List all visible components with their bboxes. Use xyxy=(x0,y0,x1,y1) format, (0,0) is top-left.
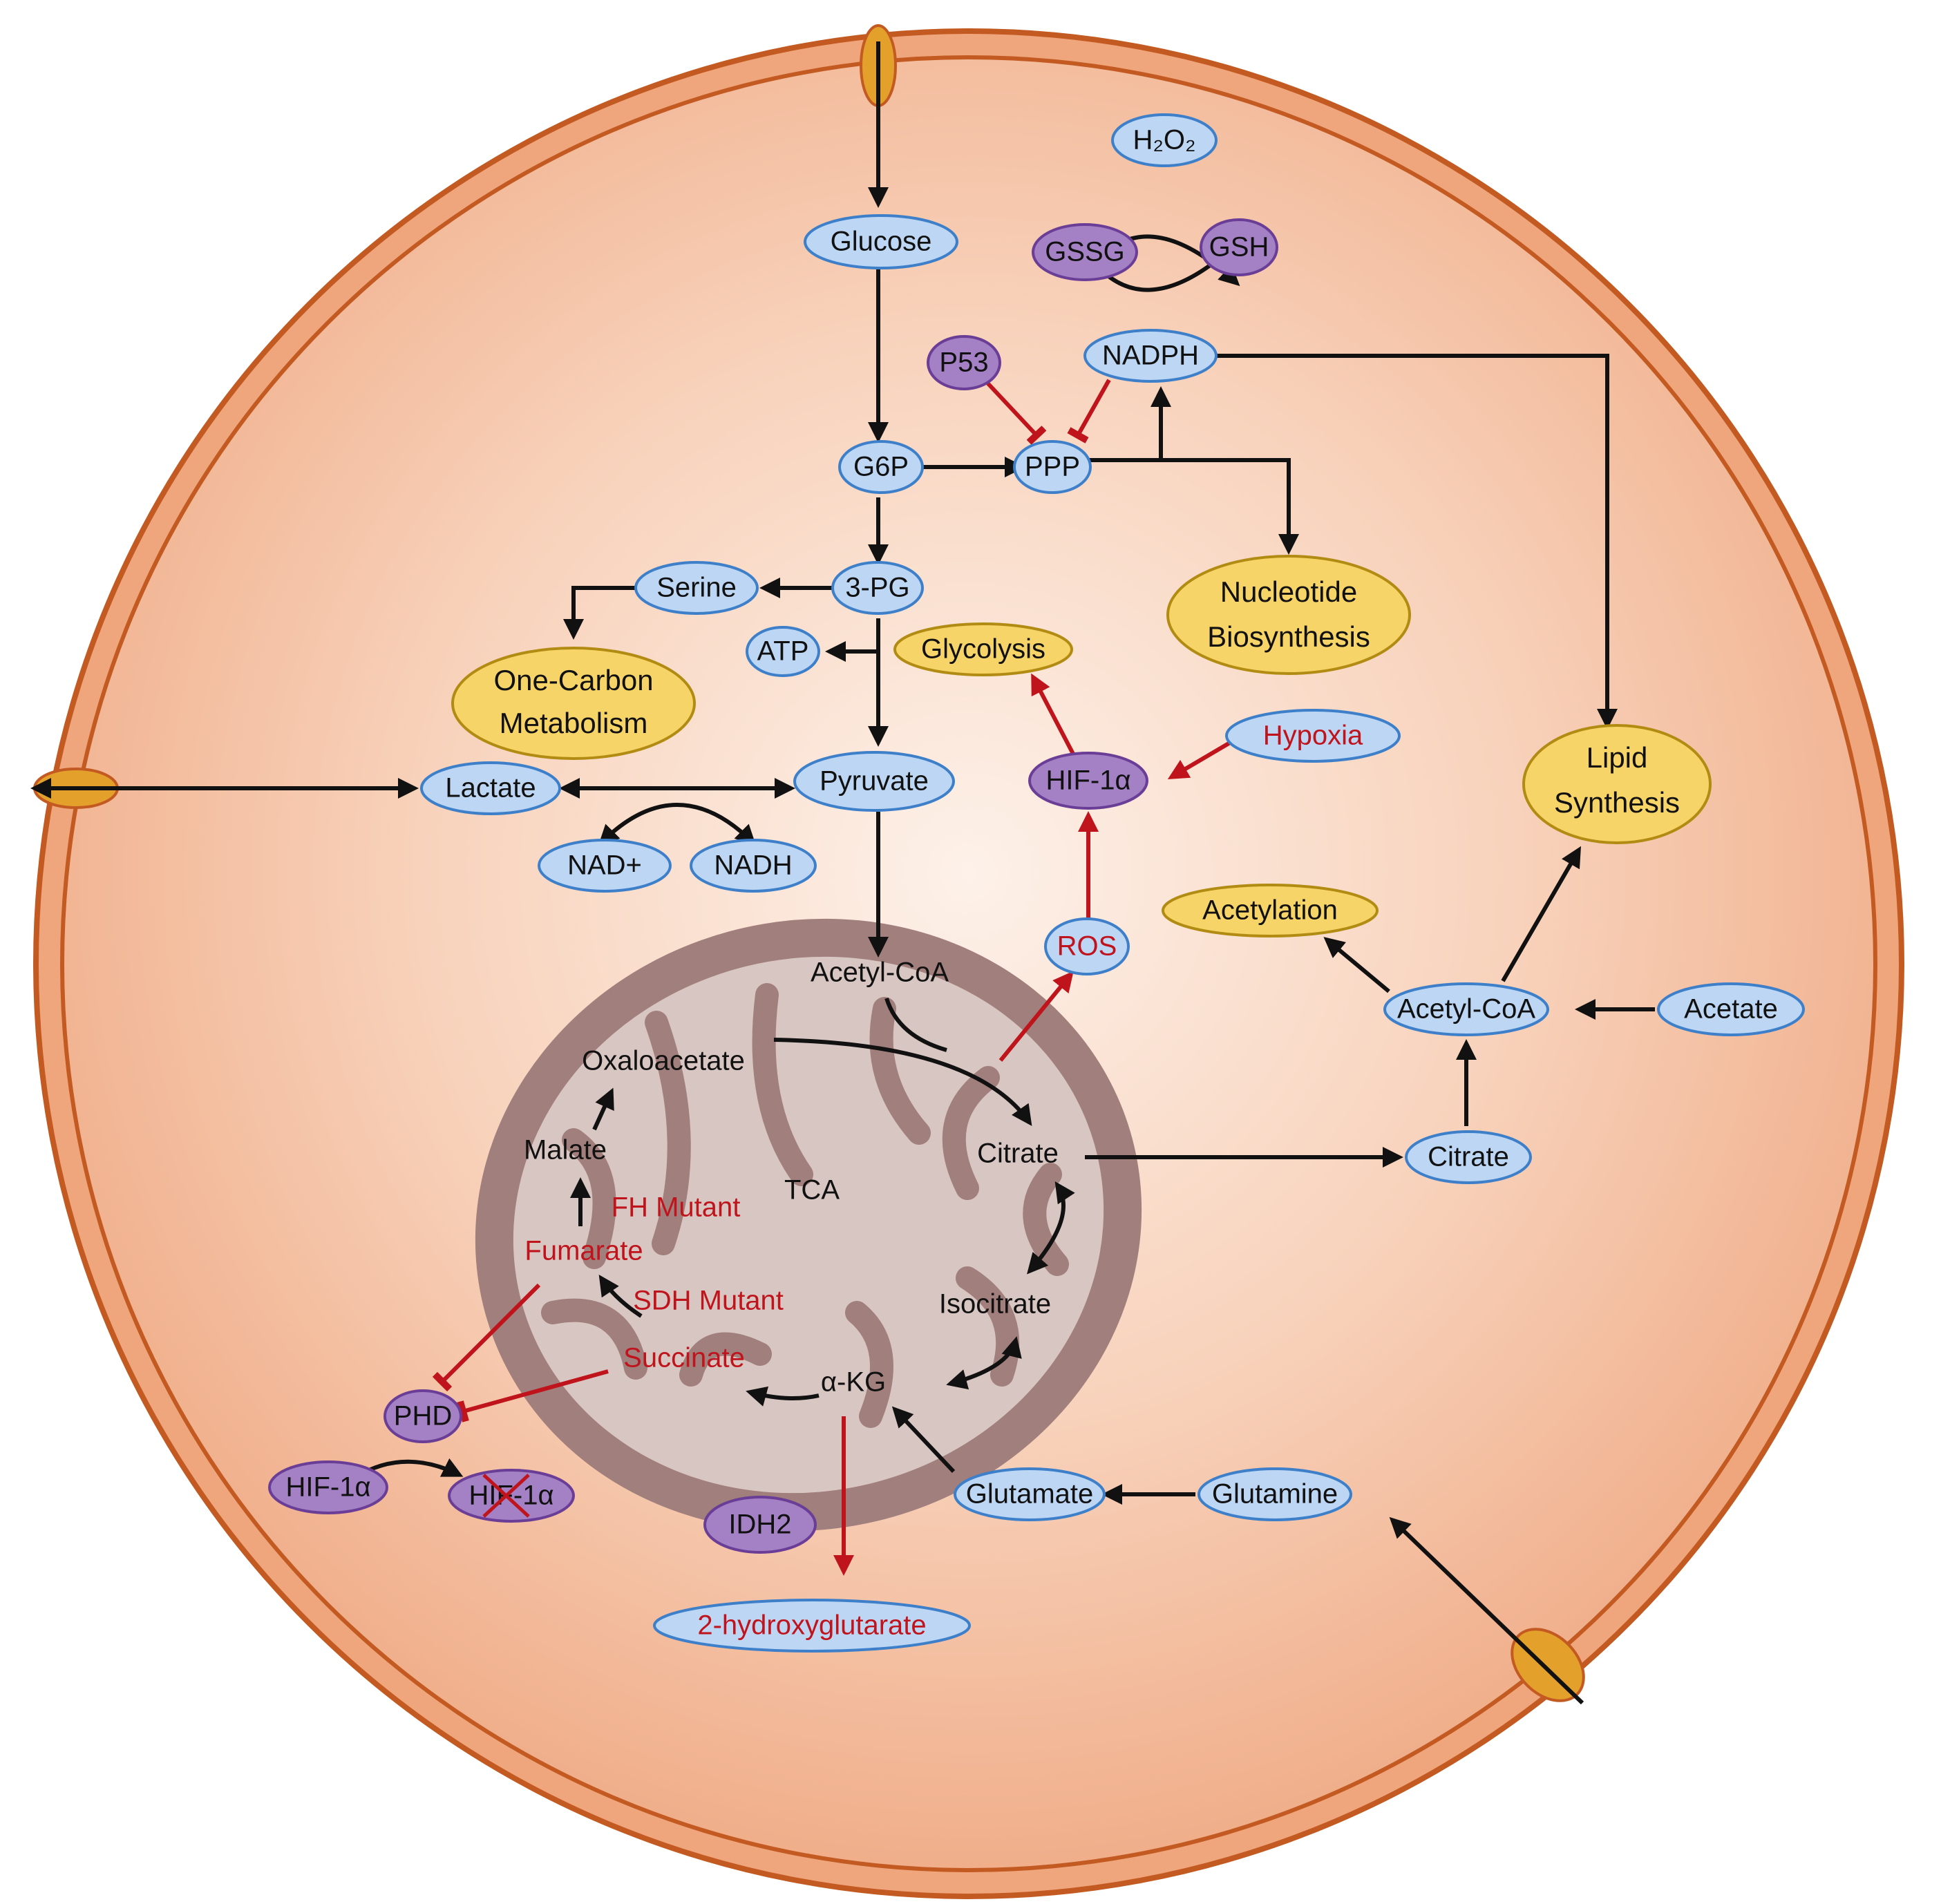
node-ppp[interactable]: PPP xyxy=(1013,440,1092,494)
nodes: H₂O₂ Glucose GSSG GSH P53 NADPH G6P PPP … xyxy=(268,113,1805,1653)
svg-text:HIF-1α: HIF-1α xyxy=(1045,765,1130,796)
node-gssg[interactable]: GSSG xyxy=(1032,223,1138,281)
node-hypoxia[interactable]: Hypoxia xyxy=(1225,709,1401,763)
svg-text:Synthesis: Synthesis xyxy=(1554,786,1680,819)
svg-text:IDH2: IDH2 xyxy=(728,1510,791,1540)
svg-text:Glucose: Glucose xyxy=(831,227,932,257)
node-h2o2[interactable]: H₂O₂ xyxy=(1111,113,1218,167)
label-akg: α-KG xyxy=(821,1367,886,1398)
node-p53[interactable]: P53 xyxy=(927,335,1001,390)
node-glycolysis[interactable]: Glycolysis xyxy=(893,622,1073,676)
svg-text:P53: P53 xyxy=(939,348,988,378)
label-citrate-mito: Citrate xyxy=(977,1139,1059,1169)
channel-bottom-right xyxy=(1511,1628,1585,1702)
svg-text:Citrate: Citrate xyxy=(1428,1142,1509,1172)
svg-text:Glutamate: Glutamate xyxy=(966,1479,1094,1510)
node-ros[interactable]: ROS xyxy=(1044,917,1130,975)
svg-text:HIF-1α: HIF-1α xyxy=(468,1481,553,1511)
svg-text:ROS: ROS xyxy=(1057,931,1117,962)
label-sdh-mutant: SDH Mutant xyxy=(633,1286,784,1316)
svg-text:Hypoxia: Hypoxia xyxy=(1263,721,1363,751)
node-3pg[interactable]: 3-PG xyxy=(831,561,924,615)
node-nadh[interactable]: NADH xyxy=(690,839,817,893)
svg-text:NADPH: NADPH xyxy=(1102,341,1199,371)
pathway-arrows xyxy=(30,41,1655,1705)
svg-text:Nucleotide: Nucleotide xyxy=(1220,575,1357,608)
svg-text:GSH: GSH xyxy=(1209,232,1269,263)
node-gsh[interactable]: GSH xyxy=(1200,218,1278,276)
regulation-arrows xyxy=(432,378,1231,1576)
node-2-hydroxyglutarate[interactable]: 2-hydroxyglutarate xyxy=(653,1599,971,1653)
label-malate: Malate xyxy=(524,1135,607,1165)
node-pyruvate[interactable]: Pyruvate xyxy=(793,751,955,812)
svg-text:3-PG: 3-PG xyxy=(845,573,909,603)
svg-text:Serine: Serine xyxy=(656,573,737,603)
svg-text:ATP: ATP xyxy=(757,636,809,667)
svg-text:HIF-1α: HIF-1α xyxy=(285,1472,370,1503)
label-fumarate: Fumarate xyxy=(524,1236,643,1266)
node-acetate[interactable]: Acetate xyxy=(1657,982,1805,1036)
svg-text:Pyruvate: Pyruvate xyxy=(820,766,929,797)
svg-text:Biosynthesis: Biosynthesis xyxy=(1207,620,1370,653)
svg-text:NAD+: NAD+ xyxy=(567,850,642,881)
svg-text:Acetate: Acetate xyxy=(1684,994,1778,1025)
node-serine[interactable]: Serine xyxy=(634,561,759,615)
svg-text:Acetylation: Acetylation xyxy=(1202,895,1338,926)
svg-text:PPP: PPP xyxy=(1025,452,1080,482)
svg-text:G6P: G6P xyxy=(853,452,909,482)
svg-text:NADH: NADH xyxy=(714,850,792,881)
svg-text:One-Carbon: One-Carbon xyxy=(493,664,653,696)
node-acetyl-coa-cyto[interactable]: Acetyl-CoA xyxy=(1383,982,1549,1036)
label-acetyl-coa-mito: Acetyl-CoA xyxy=(811,958,949,988)
node-glutamate[interactable]: Glutamate xyxy=(954,1467,1106,1521)
svg-text:2-hydroxyglutarate: 2-hydroxyglutarate xyxy=(697,1610,926,1641)
node-hif1a-left[interactable]: HIF-1α xyxy=(268,1460,388,1514)
label-fh-mutant: FH Mutant xyxy=(612,1192,741,1223)
label-oxaloacetate: Oxaloacetate xyxy=(582,1046,745,1076)
node-hif1a-degraded[interactable]: HIF-1α xyxy=(448,1469,575,1523)
node-citrate-cyto[interactable]: Citrate xyxy=(1405,1130,1532,1184)
svg-text:Acetyl-CoA: Acetyl-CoA xyxy=(1397,994,1535,1025)
svg-text:Lactate: Lactate xyxy=(445,773,536,803)
svg-text:GSSG: GSSG xyxy=(1045,237,1125,267)
node-lactate[interactable]: Lactate xyxy=(420,761,561,815)
node-nadph[interactable]: NADPH xyxy=(1083,329,1218,383)
svg-text:Glutamine: Glutamine xyxy=(1212,1479,1338,1510)
svg-text:Metabolism: Metabolism xyxy=(500,707,648,739)
label-succinate: Succinate xyxy=(623,1343,745,1373)
label-isocitrate: Isocitrate xyxy=(939,1289,1051,1320)
degraded-cross-icon-2 xyxy=(482,1474,530,1518)
node-glutamine[interactable]: Glutamine xyxy=(1197,1467,1352,1521)
node-g6p[interactable]: G6P xyxy=(838,440,924,494)
svg-text:PHD: PHD xyxy=(394,1401,452,1431)
node-acetylation[interactable]: Acetylation xyxy=(1162,884,1379,937)
node-hif1a-top[interactable]: HIF-1α xyxy=(1028,752,1148,810)
node-phd[interactable]: PHD xyxy=(384,1389,462,1443)
node-atp[interactable]: ATP xyxy=(746,626,820,677)
svg-text:Glycolysis: Glycolysis xyxy=(921,634,1045,665)
svg-text:H₂O₂: H₂O₂ xyxy=(1133,125,1195,155)
svg-text:Lipid: Lipid xyxy=(1587,741,1648,774)
node-nad[interactable]: NAD+ xyxy=(538,839,672,893)
node-idh2[interactable]: IDH2 xyxy=(703,1496,817,1554)
label-tca: TCA xyxy=(784,1175,840,1206)
node-glucose[interactable]: Glucose xyxy=(804,214,958,269)
